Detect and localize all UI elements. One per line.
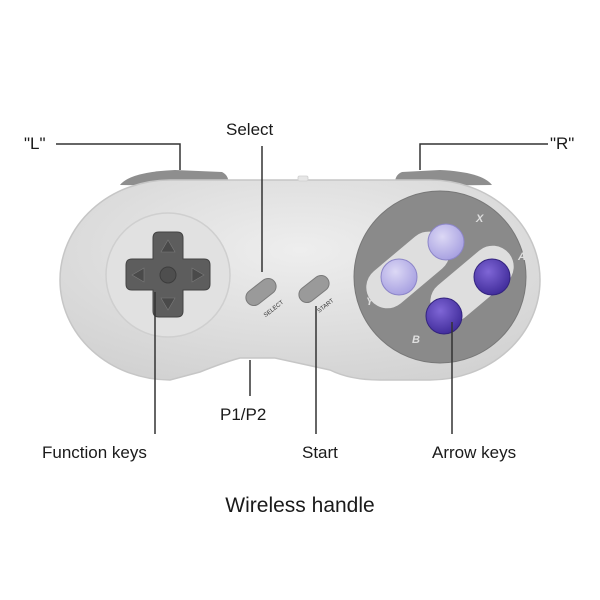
y-button-label: Y bbox=[366, 296, 375, 308]
dpad[interactable] bbox=[125, 231, 211, 318]
x-button-label: X bbox=[475, 213, 484, 225]
callout-lines bbox=[56, 143, 548, 434]
l-trigger-label: "L" bbox=[24, 134, 46, 153]
r-callout-line bbox=[419, 143, 548, 170]
a-button[interactable] bbox=[473, 258, 511, 296]
r-trigger-label: "R" bbox=[550, 134, 575, 153]
start-label: Start bbox=[302, 443, 338, 462]
start-button[interactable] bbox=[296, 272, 333, 306]
select-button[interactable] bbox=[243, 275, 280, 309]
arrow-up-icon bbox=[160, 239, 176, 253]
action-button-pad bbox=[353, 190, 527, 364]
top-indicator bbox=[297, 175, 309, 182]
arrow-keys-label: Arrow keys bbox=[432, 443, 517, 462]
b-button-label: B bbox=[412, 334, 420, 346]
l-callout-line bbox=[56, 143, 181, 170]
x-button[interactable] bbox=[427, 223, 465, 261]
a-button-label: A bbox=[517, 251, 526, 263]
caption: Wireless handle bbox=[225, 494, 375, 517]
p1p2-label: P1/P2 bbox=[220, 405, 267, 424]
arrow-right-icon bbox=[191, 267, 205, 283]
arrow-left-icon bbox=[131, 267, 145, 283]
function-keys-label: Function keys bbox=[42, 443, 147, 462]
arrow-down-icon bbox=[160, 297, 176, 311]
select-label: Select bbox=[226, 120, 274, 139]
b-button[interactable] bbox=[425, 297, 463, 335]
y-button[interactable] bbox=[380, 258, 418, 296]
